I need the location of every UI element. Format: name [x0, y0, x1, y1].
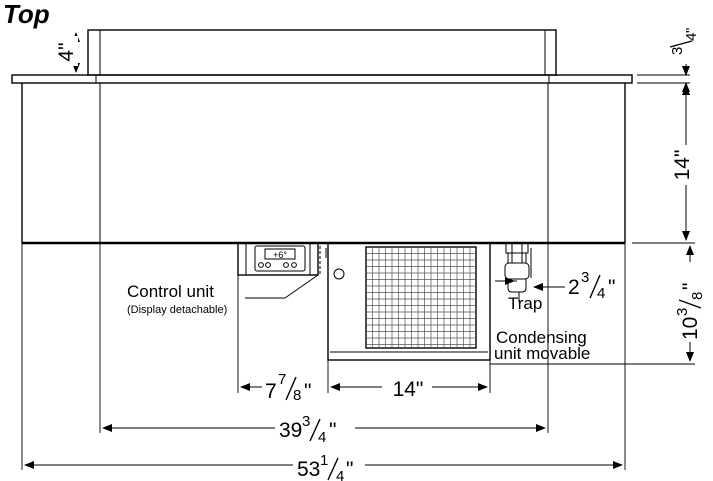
- svg-text:3: 3: [674, 308, 691, 316]
- display-readout: +6°: [273, 250, 287, 260]
- dim-overall-width: 53 1 4 ": [293, 452, 365, 481]
- svg-text:3: 3: [302, 413, 310, 430]
- svg-text:1: 1: [320, 452, 328, 469]
- svg-text:": ": [679, 283, 702, 290]
- dimension-lines: [24, 32, 694, 469]
- well-body: [21, 83, 626, 245]
- svg-text:4: 4: [336, 468, 344, 481]
- rim: [11, 74, 633, 84]
- svg-text:4: 4: [597, 285, 605, 302]
- svg-text:": ": [329, 419, 336, 442]
- top-lid: [87, 29, 557, 76]
- label-condensing: Condensing: [496, 328, 587, 347]
- svg-text:7: 7: [278, 371, 286, 388]
- svg-text:": ": [608, 276, 615, 299]
- svg-text:": ": [304, 380, 311, 403]
- dim-inner-width: 39 3 4 ": [275, 413, 355, 446]
- dim-rim-thickness: 3 4 ": [669, 28, 700, 55]
- svg-text:8: 8: [293, 387, 301, 404]
- label-trap: Trap: [508, 294, 542, 313]
- extension-lines: [21, 74, 695, 470]
- svg-text:4: 4: [683, 33, 700, 41]
- dim-unit-depth: 10 3 8 ": [672, 262, 706, 342]
- svg-text:4": 4": [55, 42, 78, 61]
- svg-text:2: 2: [568, 276, 580, 299]
- condenser-grille: [365, 246, 477, 349]
- dim-trap-offset: 2 3 4 ": [568, 269, 615, 302]
- display-screen: [264, 248, 296, 260]
- svg-text:3: 3: [669, 47, 686, 55]
- dim-top-height: 4": [55, 36, 78, 66]
- dim-control-offset: 7 7 8 ": [262, 371, 326, 404]
- dim-well-depth: 14": [670, 145, 694, 185]
- svg-text:53: 53: [297, 458, 320, 481]
- label-display-detachable: (Display detachable): [127, 304, 227, 316]
- svg-text:14": 14": [671, 150, 694, 181]
- svg-text:3: 3: [581, 269, 589, 286]
- svg-text:": ": [346, 458, 353, 481]
- mount-knob: [333, 268, 345, 280]
- svg-text:39: 39: [279, 419, 302, 442]
- svg-text:4: 4: [318, 429, 326, 446]
- svg-text:": ": [683, 28, 700, 33]
- dim-condensing-width: 14": [382, 376, 432, 401]
- svg-text:7: 7: [265, 380, 277, 403]
- label-control-unit: Control unit: [127, 282, 214, 301]
- condensing-unit: [325, 242, 491, 361]
- svg-text:10: 10: [679, 317, 702, 340]
- view-title: Top: [3, 0, 50, 29]
- svg-text:14": 14": [393, 378, 424, 401]
- label-unit-movable: unit movable: [494, 344, 590, 363]
- svg-text:8: 8: [689, 292, 706, 300]
- control-unit: +6°: [237, 242, 321, 299]
- drain-trap: [495, 242, 532, 302]
